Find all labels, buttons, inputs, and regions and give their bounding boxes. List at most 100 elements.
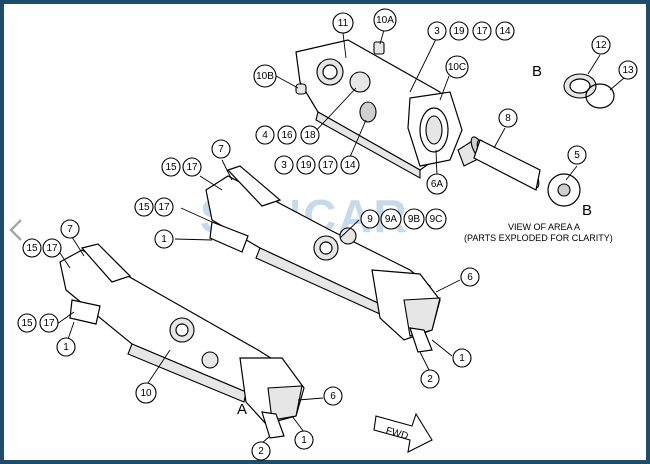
- callout-number: 4: [262, 130, 268, 141]
- callout-8: 8: [498, 108, 518, 128]
- callout-circle: [182, 157, 202, 177]
- callout-circle: [296, 155, 316, 175]
- callout-number: 9B: [408, 214, 421, 225]
- callout-number: 13: [622, 65, 634, 76]
- callout-number: 15: [138, 202, 150, 213]
- callout-17: 17: [318, 155, 338, 175]
- callout-17: 17: [472, 21, 492, 41]
- callout-7: 7: [60, 219, 80, 239]
- callout-number: 19: [453, 26, 465, 37]
- callout-circle: [56, 337, 76, 357]
- callout-circle: [420, 369, 440, 389]
- callout-9A: 9A: [380, 208, 402, 230]
- callout-circle: [340, 155, 360, 175]
- callout-number: 9: [367, 214, 373, 225]
- callout-number: 11: [338, 18, 349, 29]
- callout-circle: [134, 197, 154, 217]
- callout-number: 17: [46, 243, 58, 254]
- callout-1: 1: [294, 430, 314, 450]
- lower-frame-assembly: [59, 243, 305, 439]
- callout-number: 10C: [448, 62, 466, 73]
- callout-circle: [373, 8, 397, 32]
- callout-10: 10: [135, 382, 157, 404]
- callout-number: 1: [459, 353, 465, 364]
- callout-number: 2: [258, 446, 264, 457]
- callout-number: 16: [281, 130, 293, 141]
- callout-2: 2: [420, 369, 440, 389]
- callout-15: 15: [22, 238, 42, 258]
- callout-1: 1: [56, 337, 76, 357]
- callout-number: 12: [595, 40, 607, 51]
- area-a-label: A: [237, 401, 247, 418]
- callout-17: 17: [42, 238, 62, 258]
- callout-3: 3: [274, 155, 294, 175]
- callout-1: 1: [154, 229, 174, 249]
- callout-number: 17: [43, 318, 55, 329]
- callout-circle: [294, 430, 314, 450]
- callout-circle: [274, 155, 294, 175]
- callout-circle: [277, 125, 297, 145]
- callout-13: 13: [618, 60, 638, 80]
- callout-number: 10B: [256, 71, 274, 82]
- callout-17: 17: [154, 197, 174, 217]
- callout-circle: [154, 229, 174, 249]
- callout-circle: [445, 55, 469, 79]
- callout-17: 17: [39, 313, 59, 333]
- callout-6: 6: [460, 267, 480, 287]
- callout-19: 19: [296, 155, 316, 175]
- callout-circle: [211, 139, 231, 159]
- area-b-label-bottom: B: [582, 202, 592, 219]
- callout-number: 15: [21, 318, 33, 329]
- recoil-spring: [457, 136, 581, 207]
- callout-circle: [323, 386, 343, 406]
- area-b-label-top: B: [532, 63, 542, 80]
- callout-circle: [452, 348, 472, 368]
- callout-16: 16: [277, 125, 297, 145]
- callout-circle: [135, 382, 157, 404]
- callout-circle: [460, 267, 480, 287]
- callout-number: 17: [322, 160, 334, 171]
- callout-number: 14: [344, 160, 356, 171]
- callout-circle: [403, 208, 425, 230]
- callout-number: 3: [281, 160, 287, 171]
- callout-4: 4: [255, 125, 275, 145]
- callout-number: 15: [26, 243, 38, 254]
- callout-3: 3: [427, 21, 447, 41]
- callout-circle: [495, 21, 515, 41]
- callout-17: 17: [182, 157, 202, 177]
- callout-6A: 6A: [426, 173, 448, 195]
- view-label-line2: (PARTS EXPLODED FOR CLARITY): [464, 233, 613, 243]
- callout-18: 18: [300, 125, 320, 145]
- callout-7: 7: [211, 139, 231, 159]
- callout-number: 3: [434, 26, 440, 37]
- callout-5: 5: [567, 145, 587, 165]
- callout-12: 12: [591, 35, 611, 55]
- callout-circle: [255, 125, 275, 145]
- callout-15: 15: [161, 157, 181, 177]
- callout-10A: 10A: [373, 8, 397, 32]
- chevron-left-icon[interactable]: [8, 218, 24, 242]
- callout-number: 1: [301, 435, 307, 446]
- callout-number: 2: [427, 374, 433, 385]
- callout-10B: 10B: [253, 64, 277, 88]
- callout-6: 6: [323, 386, 343, 406]
- callout-circle: [318, 155, 338, 175]
- callout-number: 17: [476, 26, 488, 37]
- callout-circle: [42, 238, 62, 258]
- callout-number: 9C: [430, 214, 443, 225]
- callout-9: 9: [360, 209, 380, 229]
- callout-number: 10: [140, 388, 152, 399]
- callout-number: 18: [304, 130, 316, 141]
- callout-number: 14: [499, 26, 511, 37]
- callout-circle: [472, 21, 492, 41]
- callout-number: 6: [467, 272, 473, 283]
- callout-number: 8: [505, 113, 511, 124]
- callout-circle: [22, 238, 42, 258]
- fwd-arrow-icon: FWD: [373, 412, 433, 453]
- callout-circle: [161, 157, 181, 177]
- middle-frame-assembly: [205, 165, 441, 353]
- callout-10C: 10C: [445, 55, 469, 79]
- callout-circle: [618, 60, 638, 80]
- callout-circle: [251, 441, 271, 461]
- callout-2: 2: [251, 441, 271, 461]
